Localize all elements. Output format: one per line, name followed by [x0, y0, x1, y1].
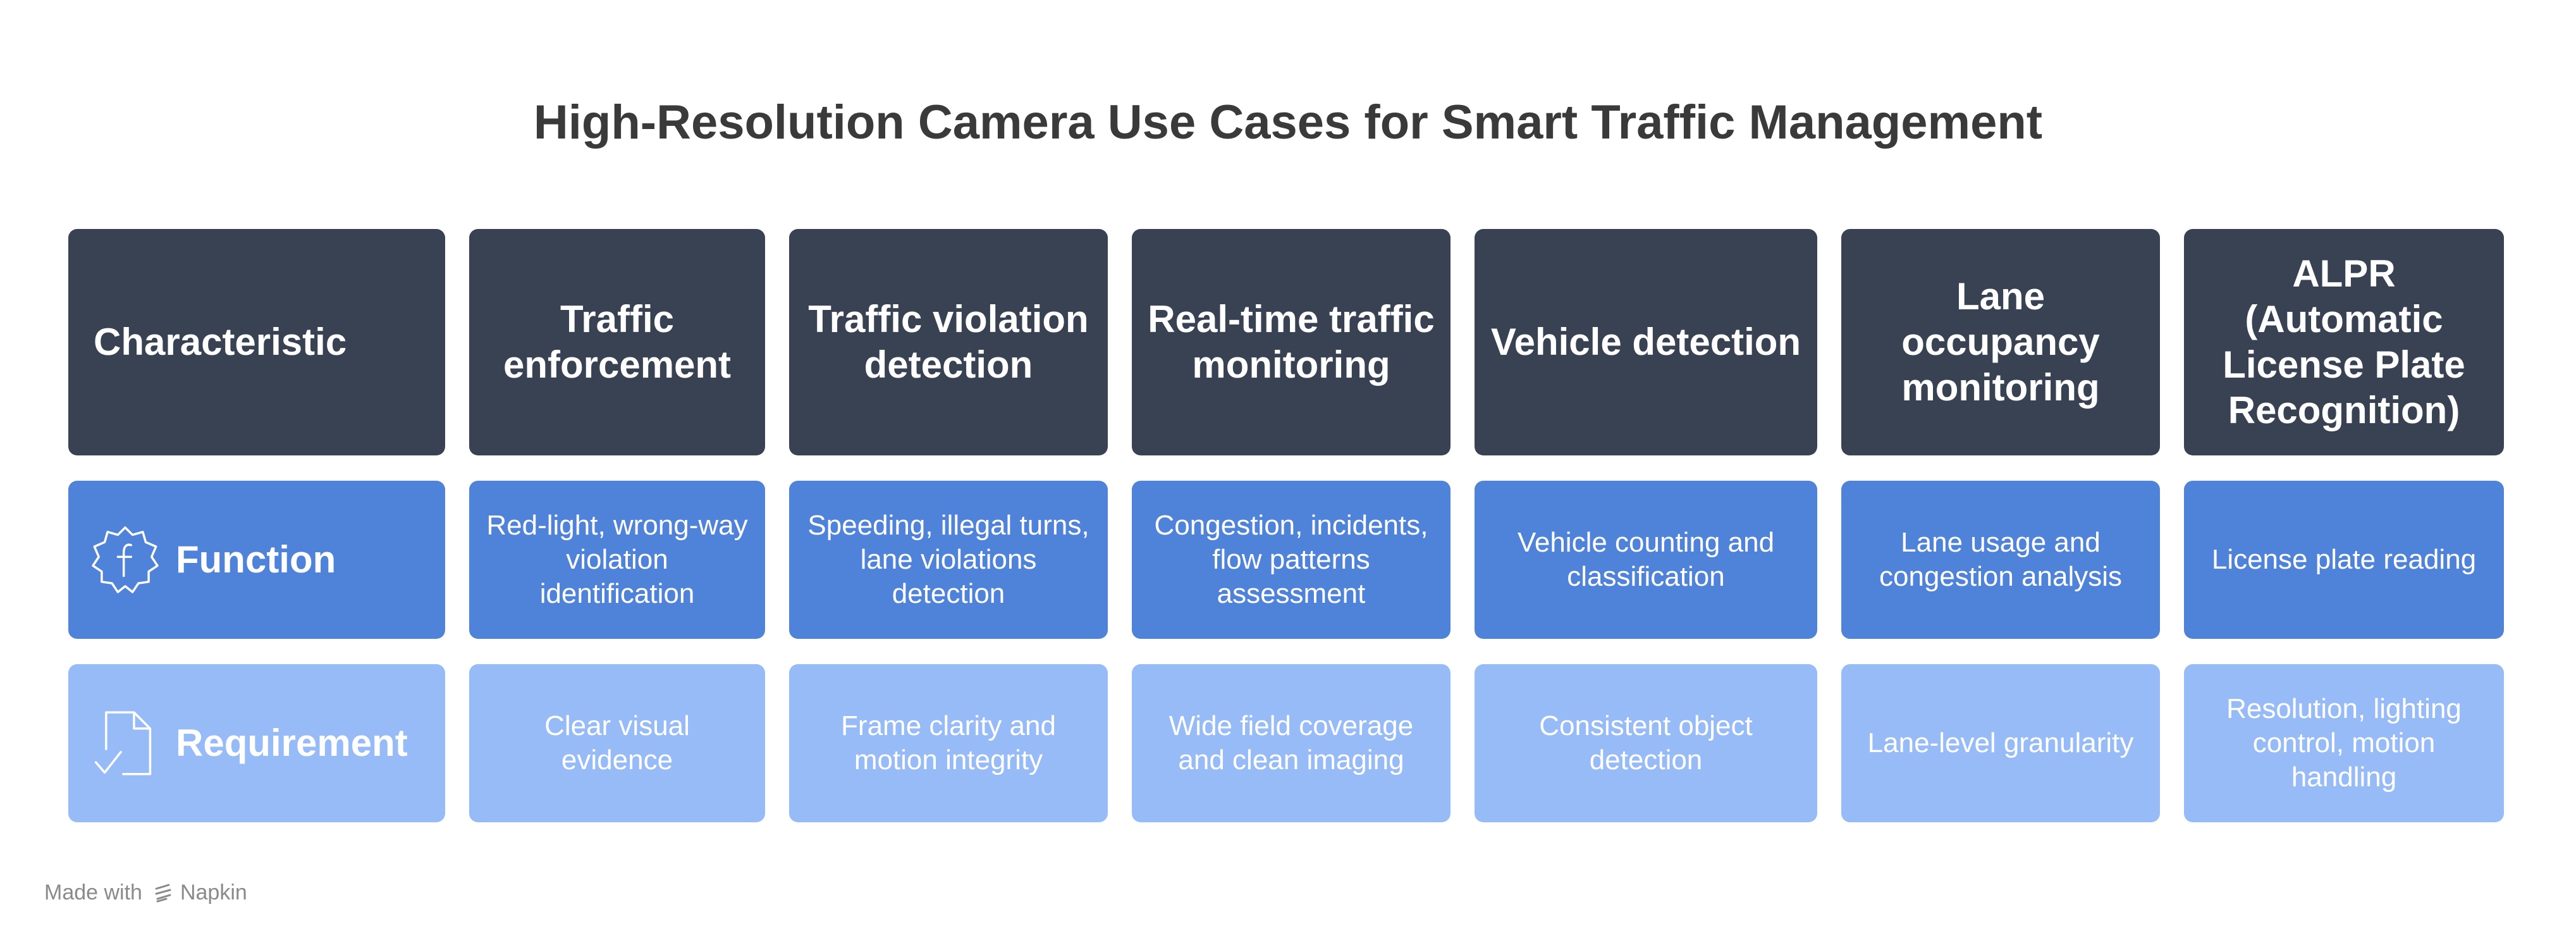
column-header-vehicle-detection: Vehicle detection: [1475, 229, 1817, 455]
footer-brand: Napkin: [180, 880, 247, 905]
column-header-traffic-enforcement: Traffic enforcement: [469, 229, 765, 455]
function-cell-lane-occupancy-monitoring: Lane usage and congestion analysis: [1841, 481, 2160, 639]
column-header-traffic-violation-detection: Traffic violation detection: [789, 229, 1108, 455]
requirement-cell-vehicle-detection: Consistent object detection: [1475, 664, 1817, 822]
requirement-cell-alpr: Resolution, lighting control, motion han…: [2184, 664, 2504, 822]
page-title: High-Resolution Camera Use Cases for Sma…: [533, 96, 2043, 149]
row-label-requirement: Requirement: [176, 722, 408, 764]
row-header-function: Function: [68, 481, 445, 639]
requirement-cell-traffic-enforcement: Clear visual evidence: [469, 664, 765, 822]
document-check-icon: [94, 711, 152, 775]
napkin-logo-icon: [155, 884, 171, 902]
function-cell-traffic-enforcement: Red-light, wrong-way violation identific…: [469, 481, 765, 639]
row-header-requirement: Requirement: [68, 664, 445, 822]
footer-prefix: Made with: [44, 880, 142, 905]
function-cell-real-time-traffic-monitoring: Congestion, incidents, flow patterns ass…: [1132, 481, 1451, 639]
column-header-lane-occupancy-monitoring: Lane occupancy monitoring: [1841, 229, 2160, 455]
requirement-cell-lane-occupancy-monitoring: Lane-level granularity: [1841, 664, 2160, 822]
footer-attribution: Made with Napkin: [44, 880, 247, 905]
function-cell-alpr: License plate reading: [2184, 481, 2504, 639]
row-label-function: Function: [176, 538, 336, 581]
requirement-cell-real-time-traffic-monitoring: Wide field coverage and clean imaging: [1132, 664, 1451, 822]
function-cell-traffic-violation-detection: Speeding, illegal turns, lane violations…: [789, 481, 1108, 639]
column-header-characteristic: Characteristic: [68, 229, 445, 455]
requirement-cell-traffic-violation-detection: Frame clarity and motion integrity: [789, 664, 1108, 822]
column-header-alpr: ALPR (Automatic License Plate Recognitio…: [2184, 229, 2504, 455]
function-icon: [92, 526, 159, 593]
column-header-real-time-traffic-monitoring: Real-time traffic monitoring: [1132, 229, 1451, 455]
function-cell-vehicle-detection: Vehicle counting and classification: [1475, 481, 1817, 639]
